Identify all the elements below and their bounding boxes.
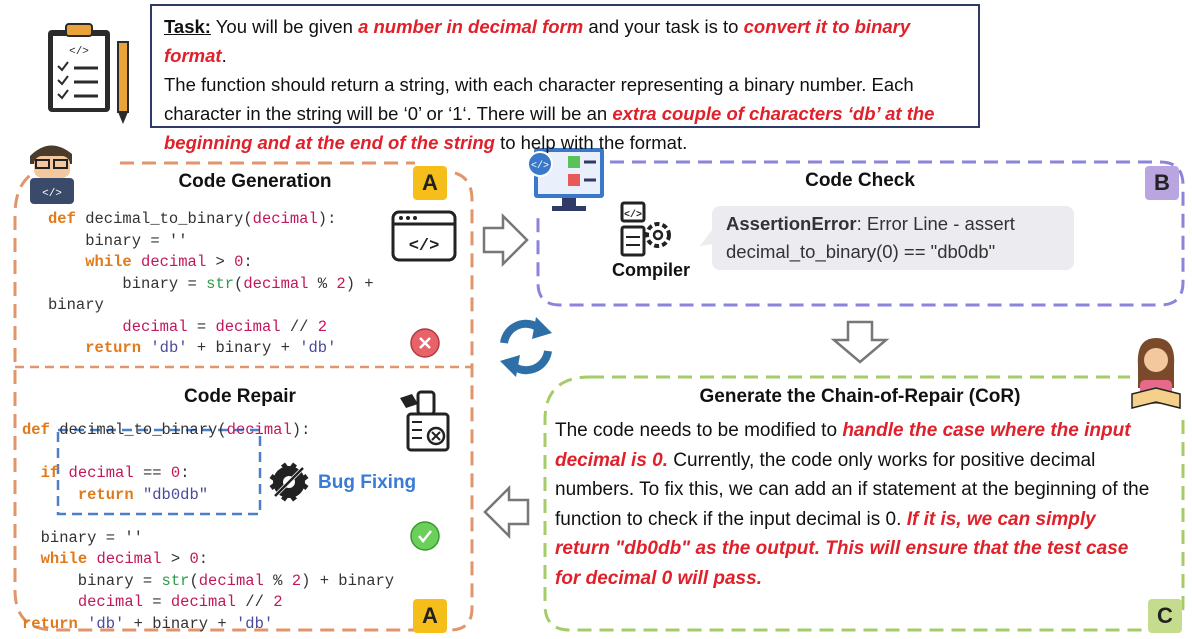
- bubble-tail: [700, 230, 714, 246]
- task-emphasis-1: a number in decimal form: [358, 16, 584, 37]
- assertion-error-bubble: AssertionError: Error Line - assert decim…: [712, 206, 1074, 270]
- cor-title: Generate the Chain-of-Repair (CoR): [699, 386, 1021, 407]
- success-icon: [410, 521, 440, 551]
- cycle-icon: [500, 317, 552, 377]
- error-icon: [410, 328, 440, 358]
- task-text-4: The function should return a string, wit…: [164, 74, 914, 124]
- bug-fixing-label: Bug Fixing: [318, 472, 417, 493]
- svg-text:</>: </>: [69, 46, 89, 58]
- repaired-code-block: def decimal_to_binary(decimal): if decim…: [22, 421, 395, 633]
- repair-highlight-box: [56, 428, 262, 516]
- task-text-2: and your task is to: [583, 16, 744, 37]
- cor-explanation: The code needs to be modified to handle …: [555, 416, 1155, 593]
- assertion-error-message: : Error Line - assert: [856, 213, 1015, 234]
- compiler-label: Compiler: [612, 260, 691, 280]
- task-text-5: to help with the format.: [494, 132, 688, 153]
- badge-a-repair: A: [413, 599, 447, 633]
- svg-text:</>: </>: [624, 209, 642, 221]
- svg-text:</>: </>: [409, 237, 440, 256]
- code-check-title: Code Check: [805, 170, 915, 191]
- arrow-left-icon: [483, 484, 530, 540]
- wrench-gear-icon: [269, 462, 309, 502]
- task-text-3: .: [221, 45, 227, 66]
- svg-text:</>: </>: [531, 160, 549, 172]
- badge-c-cor: C: [1148, 599, 1182, 633]
- code-generation-title: Code Generation: [178, 171, 332, 192]
- cor-text-2: Currently, the code only works for posit…: [555, 449, 1150, 530]
- code-window-icon: </>: [391, 210, 457, 262]
- coder-avatar-icon: </>: [30, 145, 74, 204]
- badge-a-generation: A: [413, 166, 447, 200]
- cor-emphasis-2: If it is, we can simply return "db0db" a…: [555, 508, 1129, 589]
- task-description: Task: You will be given a number in deci…: [150, 4, 980, 153]
- repair-tools-icon: [400, 390, 450, 452]
- code-repair-title: Code Repair: [184, 386, 296, 407]
- compiler-icon: </>: [620, 201, 671, 257]
- generation-panel-border: [13, 161, 474, 632]
- cor-text-1: The code needs to be modified to: [555, 420, 843, 441]
- clipboard-checklist-icon: </>: [48, 23, 129, 124]
- assertion-error-type: AssertionError: [726, 213, 857, 234]
- svg-text:</>: </>: [42, 188, 62, 200]
- teacher-icon: [1131, 338, 1181, 409]
- monitor-check-icon: </>: [527, 148, 604, 211]
- task-emphasis-3: extra couple of characters ‘db’ at the b…: [164, 103, 935, 153]
- arrow-down-icon: [830, 320, 890, 364]
- cor-emphasis-1: handle the case where the input decimal …: [555, 420, 1131, 471]
- task-label: Task:: [164, 16, 211, 37]
- arrow-right-icon: [482, 212, 529, 268]
- task-text-1: You will be given: [210, 16, 359, 37]
- generated-code-block: def decimal_to_binary(decimal): binary =…: [48, 210, 374, 357]
- assertion-error-line: decimal_to_binary(0) == "db0db": [726, 241, 996, 262]
- task-emphasis-2: convert it to binary format: [164, 16, 911, 66]
- badge-b-check: B: [1145, 166, 1179, 200]
